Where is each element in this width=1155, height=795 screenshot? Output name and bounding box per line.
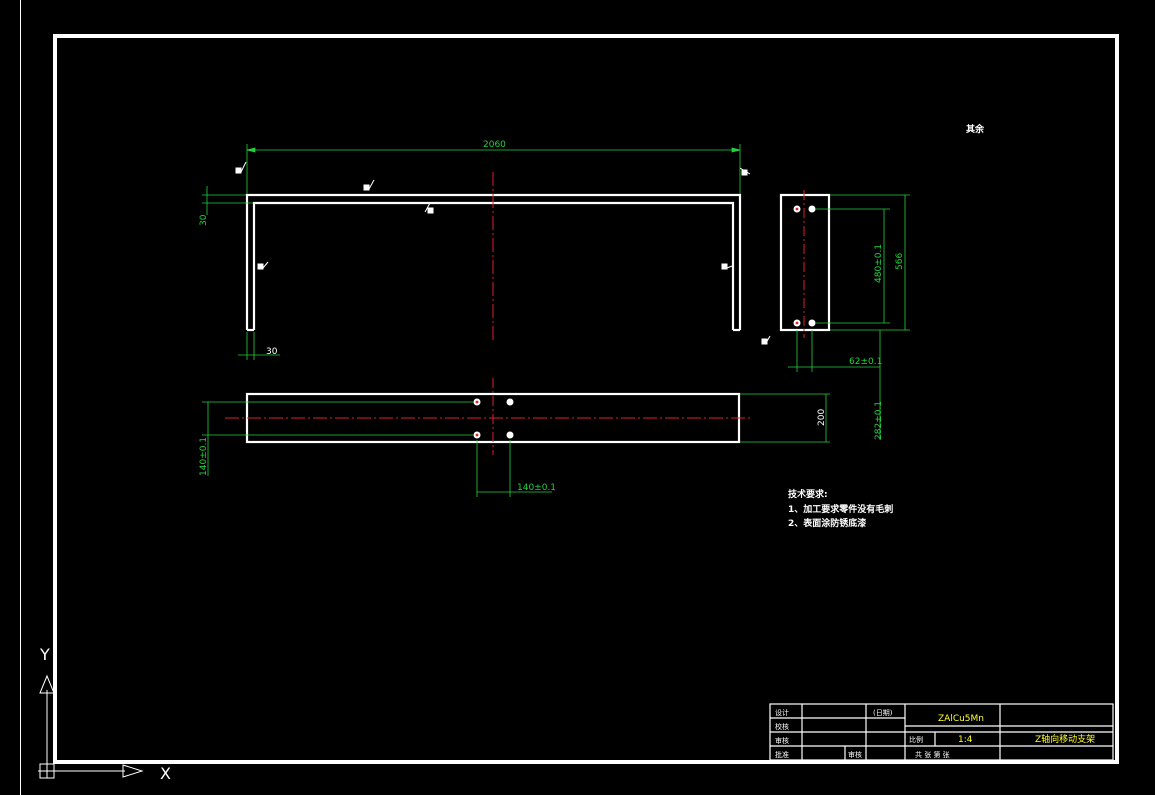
plan-hole (506, 398, 514, 406)
tb-material: ZAlCu5Mn (938, 714, 984, 724)
tech-req-item-2: 2、表面涂防锈底漆 (788, 517, 866, 529)
dim-plan-hole-spacing: 140±0.1 (517, 483, 556, 493)
tb-designer: 设计 (775, 708, 789, 717)
tb-reviewer: 审核 (775, 736, 789, 745)
ucs-y-label: Y (39, 645, 50, 664)
dim-overall-length (246, 144, 741, 194)
tb-scale-value: 1:4 (958, 735, 973, 745)
drawing-frame (53, 34, 1119, 764)
dim-side-height: 566 (895, 253, 905, 270)
plan-view[interactable] (225, 378, 752, 455)
roughness-symbols (235, 161, 771, 345)
tech-req-heading: 技术要求: (788, 488, 828, 500)
dim-wall-thickness (238, 332, 280, 360)
side-view-outline (779, 193, 831, 332)
tb-craft: 审核 (848, 750, 862, 759)
ucs-x-label: X (160, 764, 171, 783)
tb-date: (日期) (873, 709, 893, 717)
dim-wall-thickness-text: 30 (266, 347, 278, 357)
title-block[interactable] (769, 703, 1114, 761)
dim-flange-height (202, 186, 253, 215)
dim-side-hole-position: 282±0.1 (874, 401, 884, 440)
side-view[interactable] (779, 190, 831, 338)
dim-overall-length-text: 2060 (483, 140, 506, 150)
dim-plan-hole-position: 140±0.1 (199, 437, 209, 476)
dim-side-hole-spacing: 480±0.1 (874, 244, 884, 283)
plan-hole (506, 431, 514, 439)
side-hole (808, 205, 816, 213)
dim-side-hole-offset: 62±0.1 (849, 357, 882, 367)
side-view-dimensions (788, 194, 910, 440)
roughness-note: 其余 (966, 123, 985, 135)
dim-flange-height-text: 30 (199, 214, 209, 226)
left-sheet-edge (20, 0, 21, 795)
tb-part-name: Z轴向移动支架 (1035, 733, 1095, 745)
tb-approver: 批准 (775, 750, 789, 759)
ucs-icon (38, 674, 144, 779)
tech-req-item-1: 1、加工要求零件没有毛刺 (788, 503, 893, 515)
tb-sheets: 共 张 第 张 (915, 750, 950, 759)
tb-checker: 校核 (775, 722, 789, 731)
dim-plan-width: 200 (817, 409, 827, 426)
side-hole (808, 319, 816, 327)
plan-view-dimensions (202, 393, 830, 497)
tb-scale-label: 比例 (909, 735, 923, 744)
